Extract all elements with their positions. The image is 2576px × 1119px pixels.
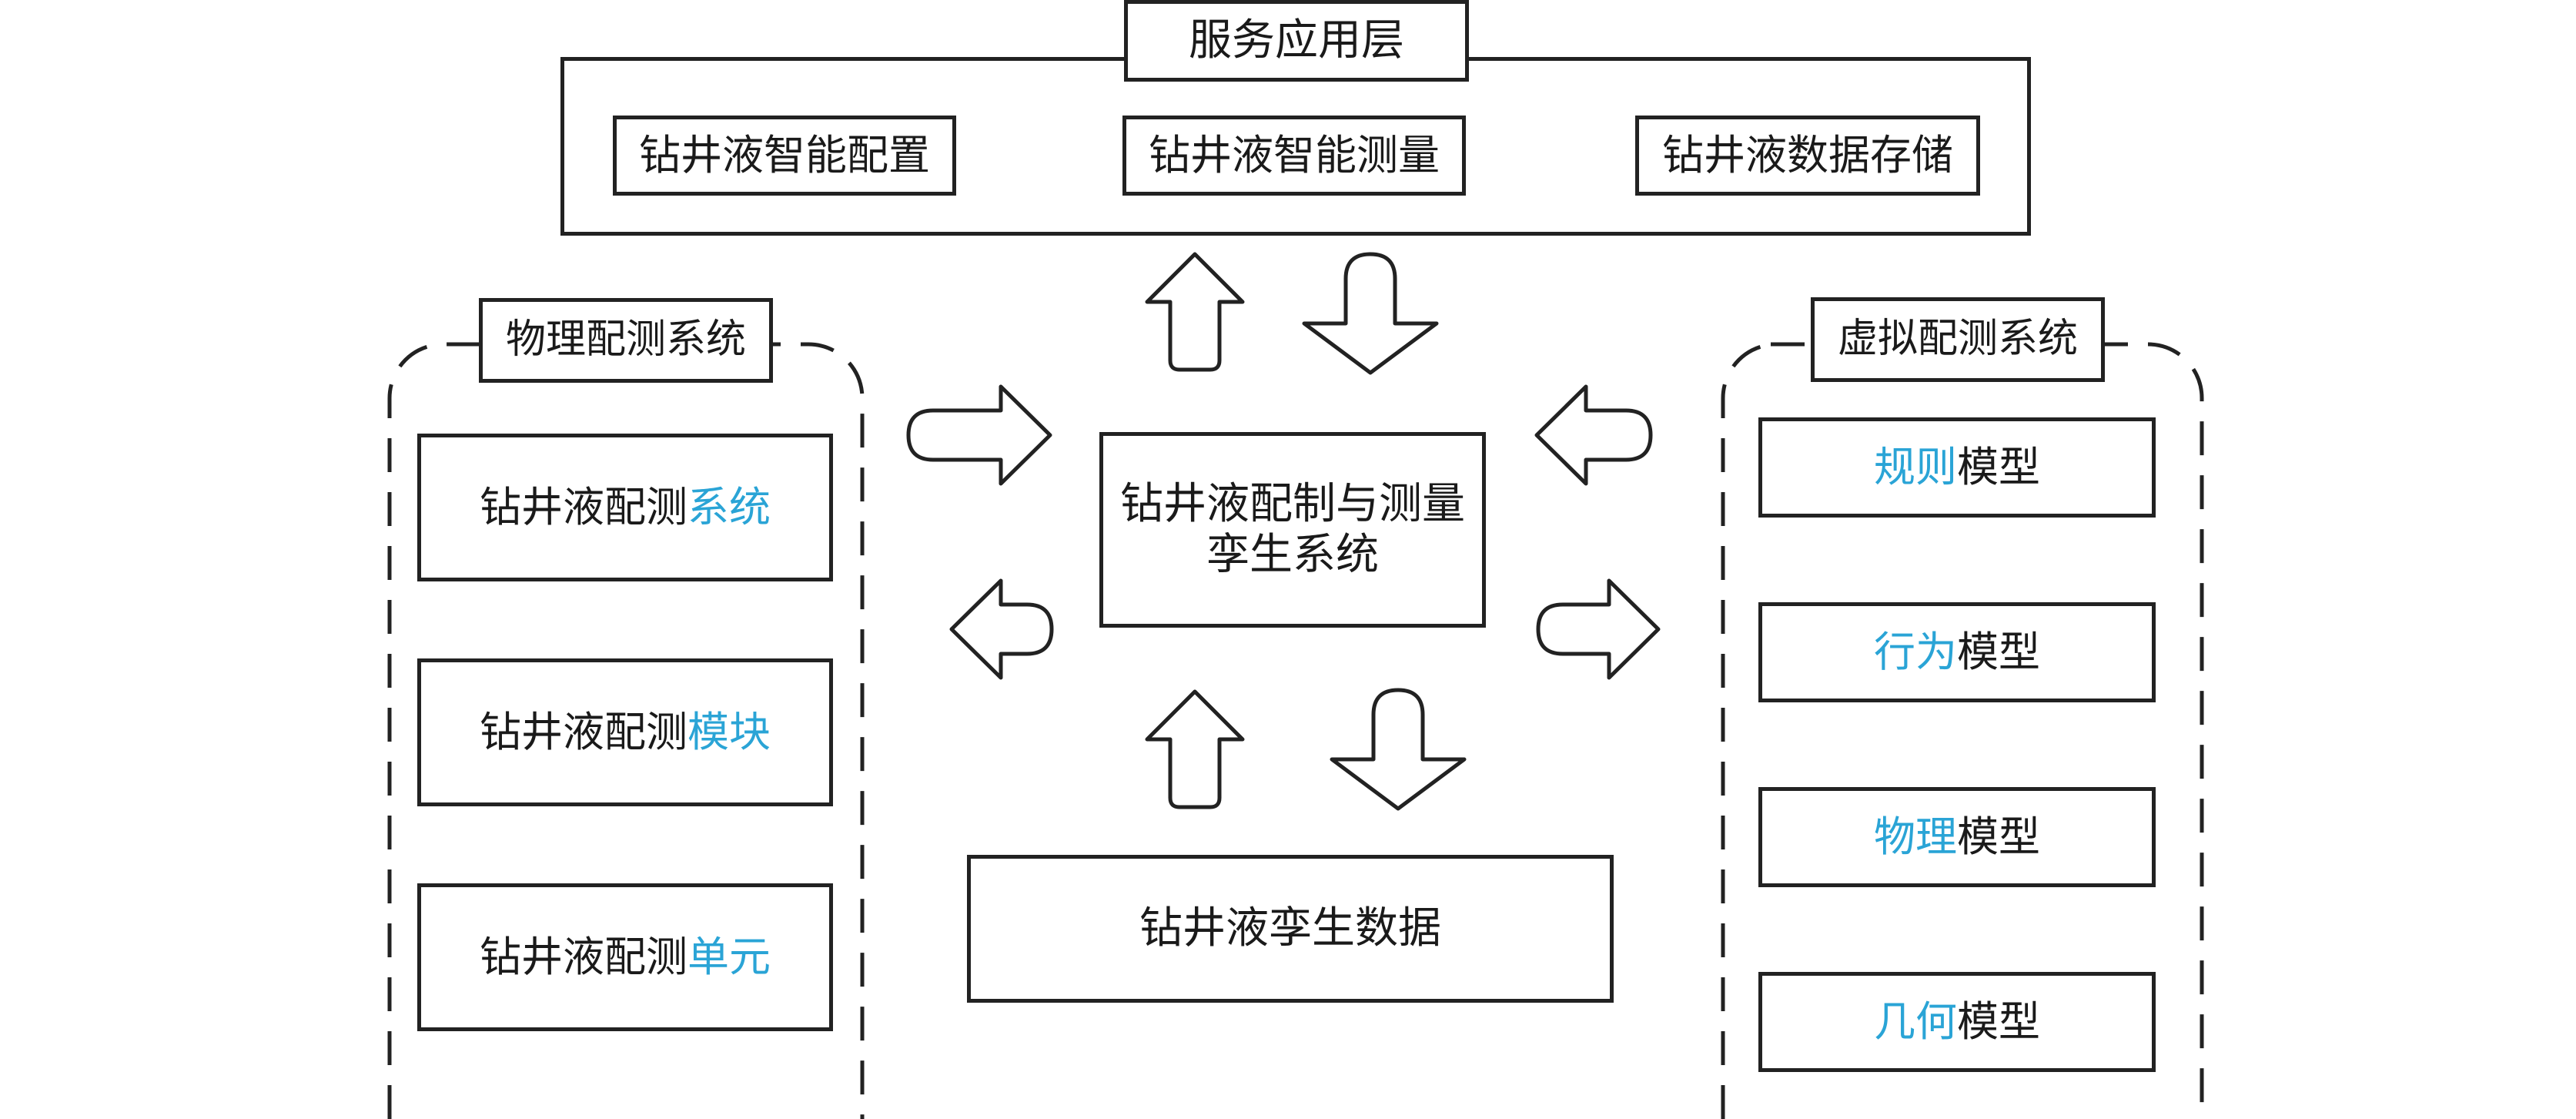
virtual-item-geometry-accent: 几何 <box>1874 997 1957 1047</box>
virtual-item-behavior-accent: 行为 <box>1874 628 1957 677</box>
physical-item-module-prefix: 钻井液配测 <box>480 708 687 757</box>
physical-system-frame <box>387 342 865 1119</box>
service-item-data-storage: 钻井液数据存储 <box>1635 116 1980 196</box>
service-layer-title: 服务应用层 <box>1124 0 1469 82</box>
virtual-item-behavior-model: 行为模型 <box>1758 602 2156 702</box>
virtual-item-rule-accent: 规则 <box>1874 443 1957 492</box>
virtual-item-behavior-suffix: 模型 <box>1957 628 2040 677</box>
twin-system-line1: 钻井液配制与测量 <box>1120 479 1465 529</box>
service-item-intelligent-config: 钻井液智能配置 <box>613 116 956 196</box>
virtual-item-rule-model: 规则模型 <box>1758 417 2156 518</box>
physical-item-module: 钻井液配测模块 <box>417 658 833 806</box>
virtual-system-frame <box>1721 342 2204 1119</box>
physical-item-system: 钻井液配测系统 <box>417 434 833 581</box>
virtual-item-physics-suffix: 模型 <box>1957 812 2040 862</box>
arrow-twin-to-data-icon <box>1330 688 1467 811</box>
service-item-intelligent-measure: 钻井液智能测量 <box>1122 116 1466 196</box>
arrow-twin-to-physical-icon <box>949 578 1054 680</box>
twin-system-line2: 孪生系统 <box>1206 530 1379 580</box>
virtual-item-rule-suffix: 模型 <box>1957 443 2040 492</box>
arrow-virtual-to-twin-icon <box>1534 384 1653 486</box>
arrow-data-to-twin-icon <box>1145 689 1245 809</box>
twin-data-box: 钻井液孪生数据 <box>967 855 1614 1003</box>
virtual-item-physics-model: 物理模型 <box>1758 787 2156 887</box>
physical-item-unit-prefix: 钻井液配测 <box>480 933 687 982</box>
virtual-system-title: 虚拟配测系统 <box>1811 297 2105 382</box>
virtual-item-geometry-model: 几何模型 <box>1758 972 2156 1072</box>
arrow-twin-to-virtual-icon <box>1536 578 1661 680</box>
virtual-item-physics-accent: 物理 <box>1874 812 1957 862</box>
physical-item-unit: 钻井液配测单元 <box>417 883 833 1031</box>
virtual-item-geometry-suffix: 模型 <box>1957 997 2040 1047</box>
physical-item-unit-accent: 单元 <box>687 933 771 982</box>
arrow-down-from-service-icon <box>1302 252 1439 375</box>
physical-item-module-accent: 模块 <box>687 708 771 757</box>
arrow-physical-to-twin-icon <box>906 384 1052 486</box>
arrow-up-to-service-icon <box>1145 252 1245 372</box>
physical-system-title: 物理配测系统 <box>479 298 773 383</box>
physical-item-system-accent: 系统 <box>687 483 771 532</box>
physical-item-system-prefix: 钻井液配测 <box>480 483 687 532</box>
twin-system-box: 钻井液配制与测量 孪生系统 <box>1099 432 1486 628</box>
